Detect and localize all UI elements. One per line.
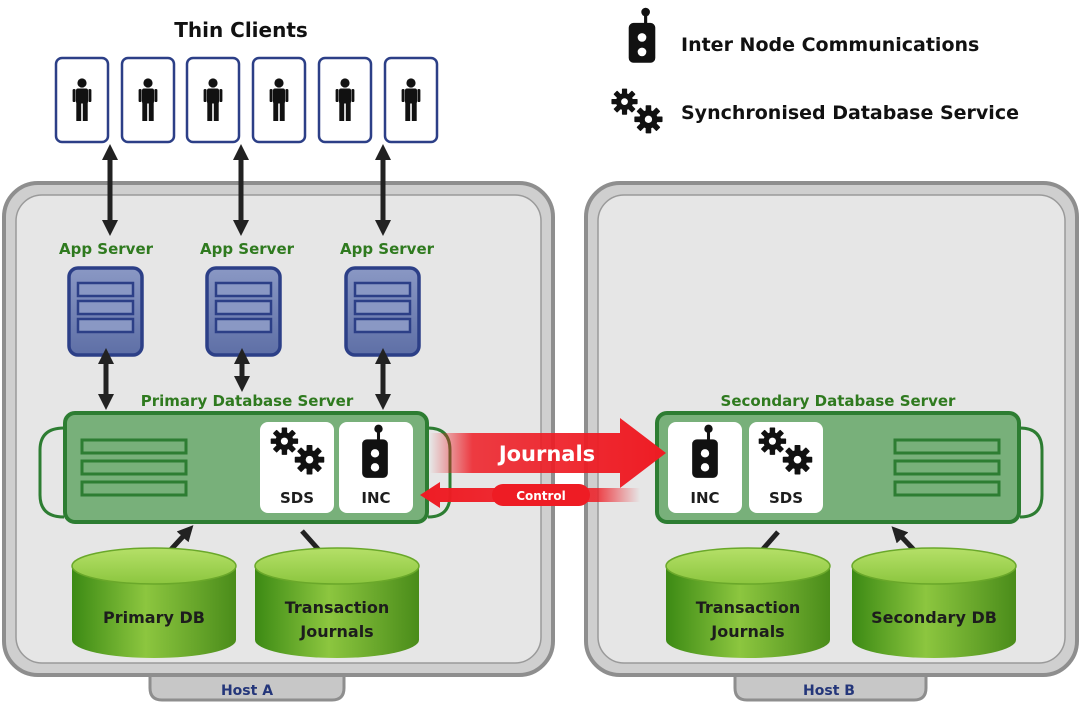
app-db-arrows bbox=[97, 347, 392, 411]
primary-db-server: Primary Database Server SDS INC bbox=[38, 392, 452, 524]
journals-arrow-label: Journals bbox=[497, 442, 595, 466]
app-server-label-3: App Server bbox=[340, 240, 435, 258]
control-arrow: Control bbox=[420, 482, 640, 508]
host-b-label: Host B bbox=[803, 683, 855, 699]
client-terminal bbox=[54, 56, 110, 144]
secondary-journal-cylinder: Transaction Journals bbox=[665, 547, 831, 658]
primary-db-label: Primary DB bbox=[103, 608, 205, 627]
secondary-db-server: Secondary Database Server INC SDS bbox=[655, 392, 1044, 524]
client-terminal bbox=[120, 56, 176, 144]
secondary-db-server-label: Secondary Database Server bbox=[721, 392, 956, 410]
primary-sds-label: SDS bbox=[280, 489, 314, 507]
client-terminal bbox=[185, 56, 241, 144]
thin-clients-title: Thin Clients bbox=[174, 18, 308, 42]
client-terminal bbox=[317, 56, 373, 144]
control-arrow-label: Control bbox=[516, 489, 566, 503]
primary-db-server-label: Primary Database Server bbox=[141, 392, 354, 410]
primary-journal-label-2: Journals bbox=[299, 622, 373, 641]
control-pill bbox=[492, 484, 590, 506]
client-app-arrows bbox=[101, 143, 392, 237]
primary-journal-label-1: Transaction bbox=[285, 598, 390, 617]
secondary-db-cylinder: Secondary DB bbox=[851, 547, 1017, 658]
secondary-journal-label-1: Transaction bbox=[696, 598, 801, 617]
app-server-label-2: App Server bbox=[200, 240, 295, 258]
legend-inc-label: Inter Node Communications bbox=[681, 34, 979, 56]
primary-inc-label: INC bbox=[361, 489, 390, 507]
inc-legend-icon bbox=[628, 7, 656, 63]
secondary-sds-label: SDS bbox=[769, 489, 803, 507]
thin-clients: Thin Clients bbox=[54, 18, 439, 144]
host-a-label: Host A bbox=[221, 683, 273, 699]
primary-db-cylinder: Primary DB bbox=[71, 547, 237, 658]
journals-arrow-shape bbox=[430, 418, 666, 488]
client-terminal bbox=[251, 56, 307, 144]
secondary-inc-label: INC bbox=[690, 489, 719, 507]
secondary-db-label: Secondary DB bbox=[871, 608, 997, 627]
legend: Inter Node Communications Synchronised D… bbox=[611, 7, 1019, 134]
app-server-box bbox=[205, 266, 282, 357]
app-server-label-1: App Server bbox=[59, 240, 154, 258]
app-servers: App Server App Server App Server bbox=[59, 240, 435, 357]
app-server-box bbox=[67, 266, 144, 357]
primary-journal-cylinder: Transaction Journals bbox=[254, 547, 420, 658]
app-server-box bbox=[344, 266, 421, 357]
journals-arrow: Journals bbox=[430, 418, 666, 488]
client-terminal bbox=[383, 56, 439, 144]
secondary-journal-label-2: Journals bbox=[710, 622, 784, 641]
gears-legend-icon bbox=[611, 89, 662, 134]
legend-sds-label: Synchronised Database Service bbox=[681, 102, 1019, 124]
